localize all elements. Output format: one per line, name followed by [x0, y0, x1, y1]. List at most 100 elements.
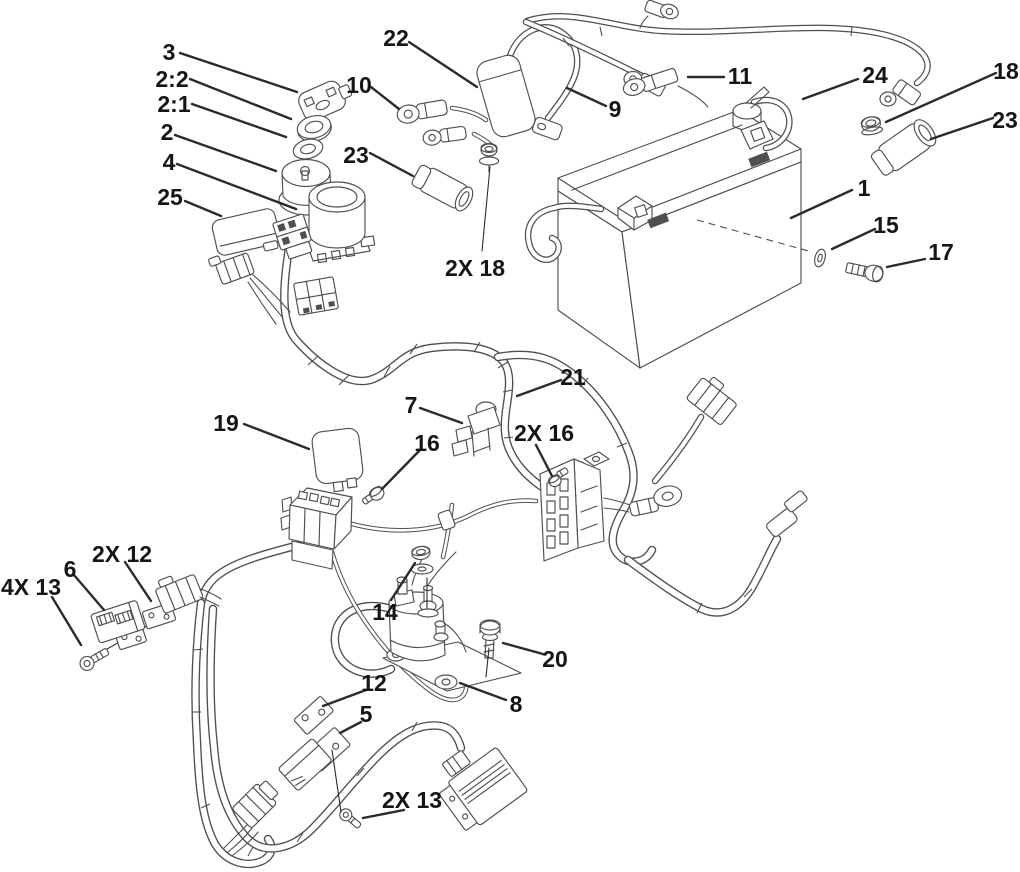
callout-5: 5 — [360, 701, 373, 727]
solenoid-studs — [393, 576, 449, 642]
crimp-barrel — [628, 497, 659, 517]
battery-positive-post — [732, 86, 793, 152]
assembly-dash-line-battery — [696, 219, 813, 253]
leader-lines — [50, 40, 998, 820]
leader-2 — [173, 133, 278, 173]
fuse-block — [280, 487, 353, 570]
cable-end-terminal — [879, 79, 922, 107]
terminal-boot-22 — [476, 54, 536, 138]
leader-12 — [321, 688, 368, 708]
right-branch — [603, 376, 808, 537]
leader-2-2 — [188, 77, 293, 121]
leader-14 — [389, 561, 417, 602]
module-6-assembly — [79, 600, 177, 672]
callout-7: 7 — [405, 392, 418, 418]
callout-2x16: 2X 16 — [514, 420, 574, 446]
callout-2-2: 2:2 — [155, 66, 188, 92]
leader-8 — [458, 681, 508, 702]
callout-1: 1 — [858, 175, 871, 201]
callout-11: 11 — [728, 63, 753, 89]
callout-23-left: 23 — [343, 142, 369, 168]
callout-19: 19 — [213, 410, 239, 436]
solenoid-4 — [304, 181, 376, 264]
battery-j-bolt — [524, 202, 605, 263]
callout-2-1: 2:1 — [157, 91, 190, 117]
leader-19 — [242, 422, 311, 451]
callout-10: 10 — [346, 72, 372, 98]
flange-nut-18 — [860, 116, 884, 136]
terminal-boot-23-left — [411, 164, 474, 212]
leader-24 — [801, 77, 860, 101]
washer-15 — [814, 248, 826, 268]
callout-4x13: 4X 13 — [1, 574, 61, 600]
bullet-connector-pair — [766, 490, 808, 537]
connector-left — [155, 574, 204, 614]
inline-connector — [437, 509, 456, 531]
battery — [524, 86, 802, 369]
leader-22 — [407, 40, 479, 89]
callout-20: 20 — [542, 646, 568, 672]
leader-23-left — [368, 151, 415, 178]
callout-3: 3 — [163, 39, 176, 65]
leader-2x12 — [123, 560, 153, 603]
screw-16 — [362, 485, 385, 505]
connector-6cav — [293, 276, 339, 316]
assembly-line-5 — [331, 749, 342, 813]
fuse-holder-2x16 — [539, 451, 610, 562]
switch-connector — [272, 213, 313, 260]
leader-25 — [183, 199, 223, 218]
callout-9: 9 — [609, 96, 622, 122]
connector-bottom-left — [232, 780, 279, 828]
leader-2x16 — [534, 443, 554, 478]
callout-17: 17 — [928, 239, 954, 265]
leader-21 — [515, 378, 563, 398]
leader-6 — [72, 573, 106, 612]
callout-4: 4 — [163, 149, 176, 175]
callout-2x12: 2X 12 — [92, 541, 152, 567]
leader-20 — [501, 641, 545, 656]
key-switch-assembly — [208, 80, 376, 325]
tube-segment-ticks — [192, 26, 853, 857]
callout-21: 21 — [560, 364, 586, 390]
terminal-boot-23-right — [870, 119, 937, 176]
leader-1 — [789, 188, 854, 220]
leader-15 — [830, 227, 877, 251]
nut-washer-14 — [410, 545, 434, 575]
leader-23-right — [929, 116, 995, 141]
leader-17 — [885, 257, 927, 269]
callout-labels: 3 2:2 2:1 2 4 25 22 10 9 11 24 18 23 1 1… — [1, 25, 1019, 813]
callout-18: 18 — [993, 58, 1019, 84]
leader-2x13 — [361, 808, 406, 820]
leader-9 — [565, 86, 608, 108]
starter-solenoid-8 — [382, 551, 522, 692]
interlock-switch-7 — [451, 401, 501, 457]
ring-terminal — [653, 485, 683, 507]
ring-terminal — [644, 0, 679, 20]
callout-16: 16 — [414, 430, 440, 456]
callout-23-right: 23 — [992, 107, 1018, 133]
leader-2-1 — [190, 102, 288, 139]
battery-label — [748, 151, 771, 168]
battery-label — [647, 212, 670, 229]
bolt-17 — [845, 262, 884, 283]
battery-cables — [396, 0, 937, 212]
cover-25 — [211, 208, 281, 256]
leader-7 — [418, 406, 464, 425]
ring-terminal-10 — [396, 99, 448, 124]
relay-module-bottom — [438, 747, 528, 831]
relay-19 — [311, 427, 364, 493]
screw-4x13 — [79, 648, 110, 672]
screw — [547, 467, 569, 488]
ring-terminal — [422, 125, 467, 146]
callout-24: 24 — [862, 62, 888, 88]
callout-25: 25 — [157, 184, 183, 210]
leader-10 — [369, 85, 401, 111]
callout-2x18: 2X 18 — [445, 255, 505, 281]
callout-22: 22 — [383, 25, 409, 51]
connector-4pin-upper — [686, 376, 737, 425]
leader-18 — [884, 71, 998, 124]
terminal-stud-nut — [478, 142, 500, 173]
leader-16 — [380, 448, 422, 491]
